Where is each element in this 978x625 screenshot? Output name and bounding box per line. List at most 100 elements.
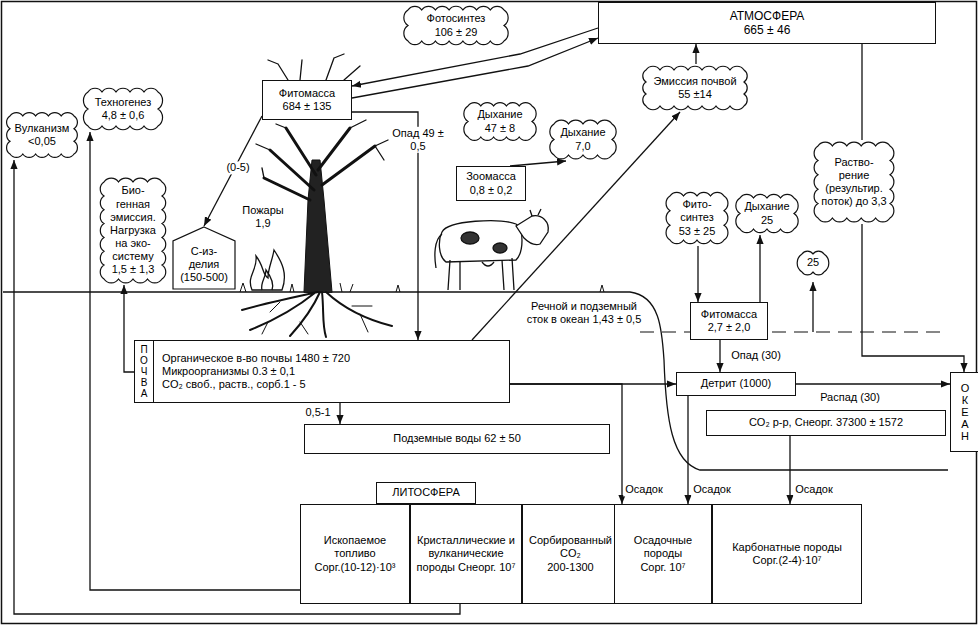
tree-twigs <box>256 54 388 178</box>
node-text: 2,7 ± 2,0 <box>696 321 762 334</box>
flux-cloud: Фотосинтез106 ± 29 <box>402 4 510 47</box>
node-text: ПОЧВА <box>139 344 149 399</box>
flame-inner <box>262 270 273 290</box>
cow-legs <box>435 209 541 290</box>
flux-cloud: Техногенез4,8 ± 0,6 <box>82 86 164 132</box>
note-label: Речной и подземный сток в океан 1,43 ± 0… <box>522 300 646 326</box>
cow <box>435 209 548 290</box>
reservoir-box: АТМОСФЕРА665 ± 46 <box>598 2 936 44</box>
flux-arrow <box>687 396 688 504</box>
node-text: Ископаемое топливо <box>306 534 404 560</box>
node-text: 25 <box>804 256 822 269</box>
node-text: Сорг.(2-4)·10⁷ <box>718 554 856 567</box>
cow-body <box>439 221 522 262</box>
flux-arrow <box>695 44 696 64</box>
soil-label-cell: ПОЧВА <box>135 341 154 402</box>
flux-arrow <box>352 38 598 98</box>
flux-label: Осадок <box>793 483 835 496</box>
product-house: С-из- делия(150-500) <box>172 226 236 290</box>
node-text: Дыхание <box>742 200 792 213</box>
respiration-stem <box>812 282 813 332</box>
water-surface <box>640 331 948 332</box>
reservoir-box: Кристаллические и вулканические породы С… <box>410 504 522 604</box>
node-text: АТМОСФЕРА <box>604 9 930 23</box>
node-text: Раство- рение (результир. поток) до 3,3 <box>820 156 888 209</box>
note-label: Пожары 1,9 <box>240 204 286 230</box>
reservoir-box: Осадочные породыСорг. 10⁷ <box>614 504 712 604</box>
reservoir-box: CO₂ р-р, Снеорг. 37300 ± 1572 <box>706 410 946 436</box>
node-text: Техногенез <box>90 96 156 109</box>
node-text: 684 ± 135 <box>268 100 346 113</box>
reservoir-box: Ископаемое топливоСорг.(10-12)·10³ <box>300 504 410 604</box>
flame <box>250 250 284 290</box>
cloud-outline <box>83 88 162 130</box>
flux-arrow <box>339 403 340 424</box>
flux-cloud: Дыхание25 <box>734 192 800 235</box>
node-text: Вулканизм <box>12 122 72 135</box>
node-text: 665 ± 46 <box>604 23 930 37</box>
flux-label: Распад (30) <box>818 391 882 404</box>
cloud-outline <box>404 6 508 45</box>
flux-arrow <box>796 383 950 384</box>
node-text: Дыхание <box>470 108 530 121</box>
node-text: 200-1300 <box>528 561 613 574</box>
flux-label: (0-5) <box>224 161 251 174</box>
flux-label: Осадок <box>691 483 733 496</box>
node-text: 1,5 ± 1,3 <box>106 263 160 276</box>
node-text: Дыхание <box>556 126 610 139</box>
node-text: Фотосинтез <box>410 12 502 25</box>
flux-cloud: 25 <box>796 248 830 278</box>
cow-spot <box>461 232 479 244</box>
cloud-outline <box>643 66 747 110</box>
soil-body: Органическое в-во почвы 1480 ± 720Микроо… <box>154 341 509 402</box>
node-text: ЛИТОСФЕРА <box>382 486 470 499</box>
node-text: 7,0 <box>556 140 610 153</box>
flux-cloud: Эмиссия почвой 55 ±14 <box>640 64 750 112</box>
flux-arrow <box>472 112 680 340</box>
reservoir-box: Сорбированный CO₂200-1300 <box>522 504 619 604</box>
node-text: 4,8 ± 0,6 <box>90 109 156 122</box>
tree-roots <box>242 292 392 337</box>
cloud-outline <box>464 103 536 141</box>
flux-cloud: Дыхание7,0 <box>548 118 618 161</box>
node-text: Зоомасса <box>462 170 520 183</box>
flux-label: Осадок <box>623 483 665 496</box>
node-text: 0,8 ± 0,2 <box>462 184 520 197</box>
node-text: Кристаллические и вулканические породы С… <box>416 534 516 574</box>
flux-arrow <box>759 235 760 302</box>
flux-arrow <box>719 340 720 372</box>
node-text: Био- генная эмиссия. Нагрузка на эко- си… <box>106 184 160 263</box>
flux-cloud: Раство- рение (результир. поток) до 3,3 <box>812 140 896 224</box>
flux-arrow <box>861 44 862 140</box>
node-text: Фито- синтез <box>672 198 722 224</box>
ocean-box: ОКЕАН <box>950 372 978 452</box>
flux-cloud: Дыхание47 ± 8 <box>462 100 538 143</box>
cloud-outline <box>666 192 728 243</box>
grass <box>240 283 604 292</box>
cow-head <box>516 216 548 245</box>
node-text: <0,05 <box>12 135 72 148</box>
reservoir-box: ЛИТОСФЕРА <box>376 482 476 504</box>
node-text: Сорбированный CO₂ <box>528 534 613 560</box>
node-text: CO₂ р-р, Снеорг. 37300 ± 1572 <box>712 416 940 429</box>
tree <box>242 54 392 337</box>
node-text: Осадочные породы <box>620 534 706 560</box>
flux-arrow <box>862 224 964 372</box>
root-hairs <box>262 302 372 334</box>
flux-cloud: Вулканизм<0,05 <box>4 110 80 160</box>
fire <box>250 250 284 290</box>
node-text: Карбонатные породы <box>718 541 856 554</box>
flux-label: 0,5-1 <box>303 406 332 419</box>
node-text: С-из- делия <box>177 245 231 271</box>
reservoir-box: Фитомасса684 ± 135 <box>262 80 352 120</box>
node-text: Фитомасса <box>268 87 346 100</box>
node-text: 25 <box>742 214 792 227</box>
tree-branches <box>264 128 375 200</box>
ocean-basin <box>630 292 948 470</box>
reservoir-box: Детрит (1000) <box>676 372 796 396</box>
flux-arrow <box>124 285 134 372</box>
cloud-outline <box>7 113 78 158</box>
cloud-outline <box>814 142 894 222</box>
